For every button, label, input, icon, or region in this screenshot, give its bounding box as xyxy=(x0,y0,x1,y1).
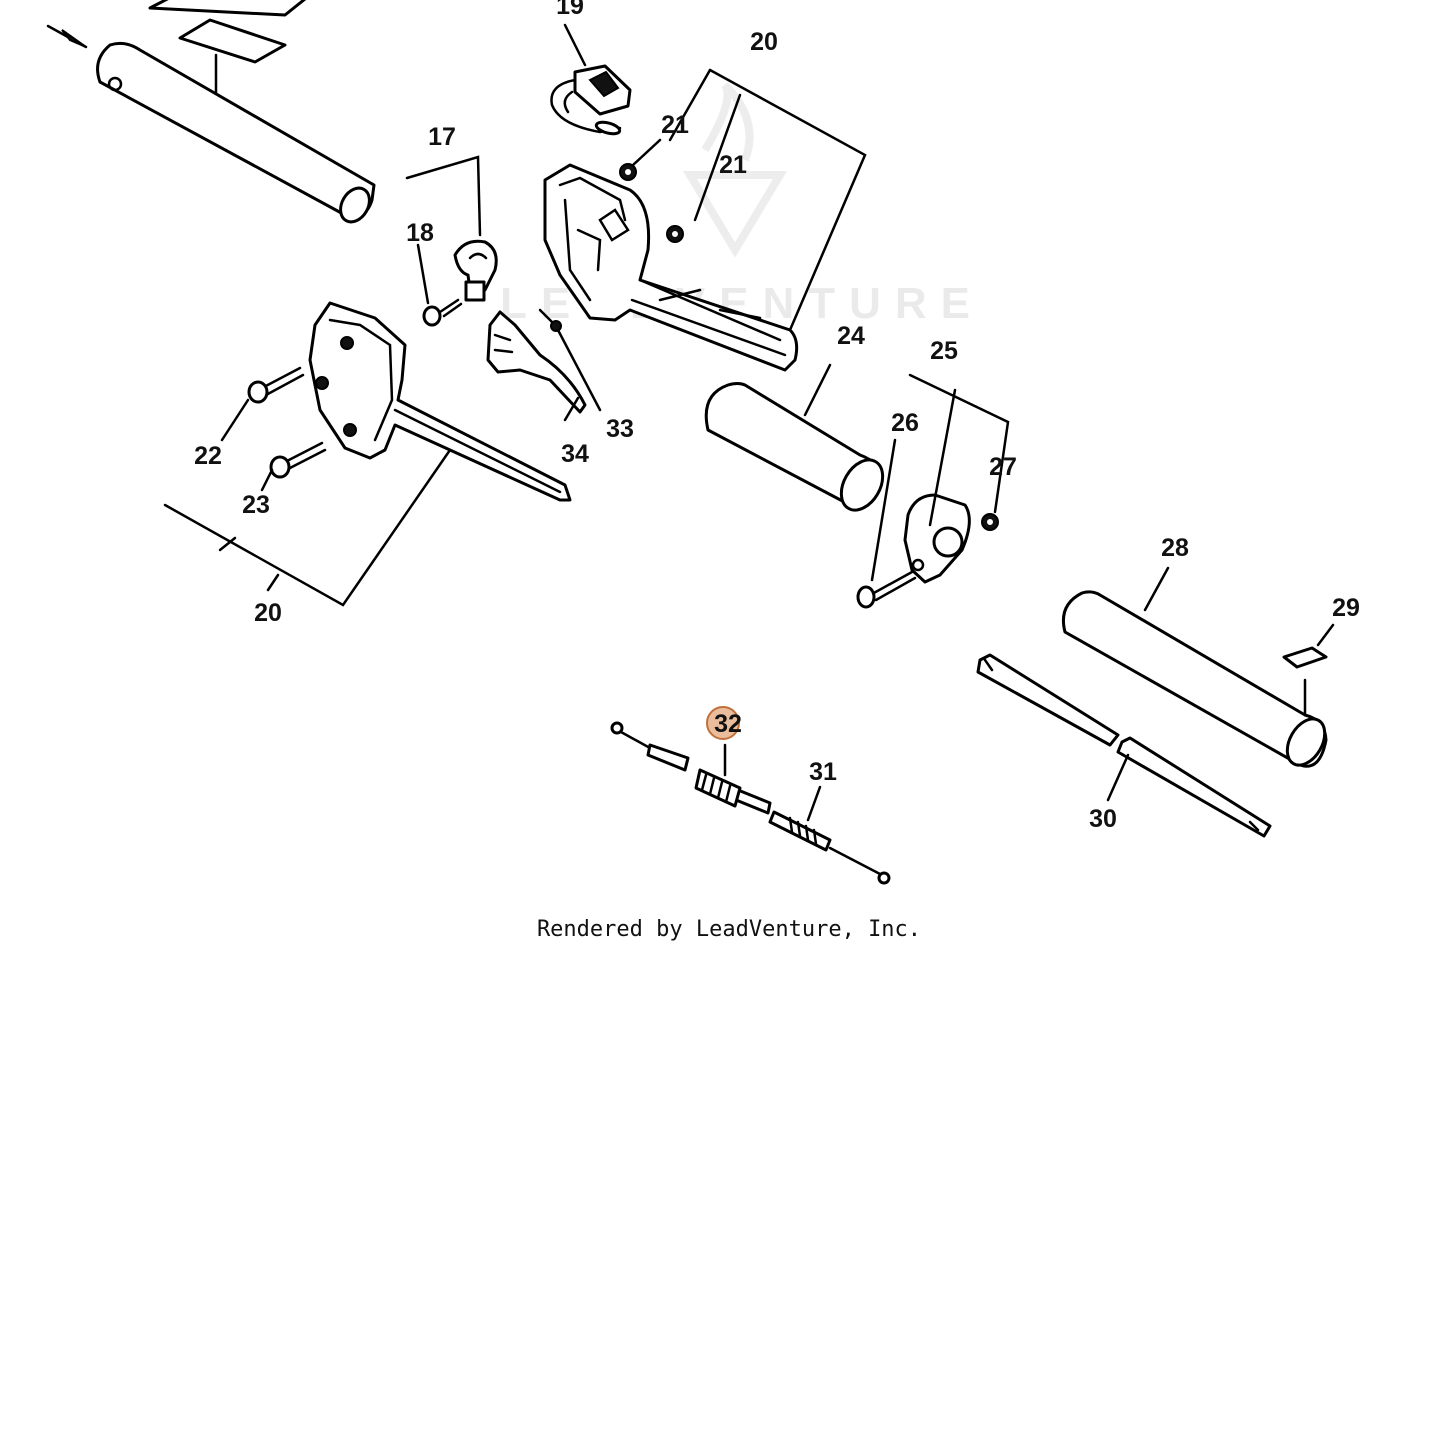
hotspot-32[interactable]: 32 xyxy=(706,706,742,740)
callout-29: 29 xyxy=(1332,594,1360,622)
callout-24: 24 xyxy=(837,322,865,350)
throttle-cable xyxy=(610,721,891,885)
callout-19: 19 xyxy=(556,0,584,20)
arrow-icon xyxy=(46,24,88,49)
nut-27 xyxy=(981,513,999,531)
callout-26: 26 xyxy=(891,409,919,437)
callout-28: 28 xyxy=(1161,534,1189,562)
label-plate xyxy=(148,0,307,102)
callout-23: 23 xyxy=(242,491,270,519)
nut-21b xyxy=(666,225,684,243)
shaft-tube xyxy=(1061,590,1328,768)
cable-spring xyxy=(694,768,742,808)
callout-20-top: 20 xyxy=(750,28,778,56)
bolt-26 xyxy=(856,570,917,609)
upper-shaft-tube xyxy=(96,41,376,224)
callout-22: 22 xyxy=(194,442,222,470)
callout-20-bottom: 20 xyxy=(254,599,282,627)
grip-sleeve xyxy=(704,382,885,512)
callout-30: 30 xyxy=(1089,805,1117,833)
throttle-trigger xyxy=(486,310,587,414)
callout-31: 31 xyxy=(809,758,837,786)
credit-text: Rendered by LeadVenture, Inc. xyxy=(537,917,921,942)
callout-27: 27 xyxy=(989,453,1017,481)
spring-33 xyxy=(538,308,562,332)
decal xyxy=(1282,646,1328,669)
throttle-switch xyxy=(550,64,632,136)
clamp-17 xyxy=(453,239,498,302)
drive-shaft xyxy=(976,653,1272,838)
callout-34: 34 xyxy=(561,440,589,468)
callout-32[interactable]: 32 xyxy=(714,710,742,738)
screw-18 xyxy=(422,298,463,327)
screw-23 xyxy=(269,441,327,479)
handle-housing-left xyxy=(308,301,572,502)
leader-lines xyxy=(163,23,1335,822)
callout-21b: 21 xyxy=(719,151,747,179)
callout-25: 25 xyxy=(930,337,958,365)
screw-22 xyxy=(247,366,305,404)
callout-17: 17 xyxy=(428,123,456,151)
callout-33: 33 xyxy=(606,415,634,443)
handle-housing-right xyxy=(543,163,799,372)
nut-21a xyxy=(619,163,637,181)
watermark-logo xyxy=(682,82,788,258)
callout-18: 18 xyxy=(406,219,434,247)
callout-21a: 21 xyxy=(661,111,689,139)
handle-clamp xyxy=(903,493,971,584)
